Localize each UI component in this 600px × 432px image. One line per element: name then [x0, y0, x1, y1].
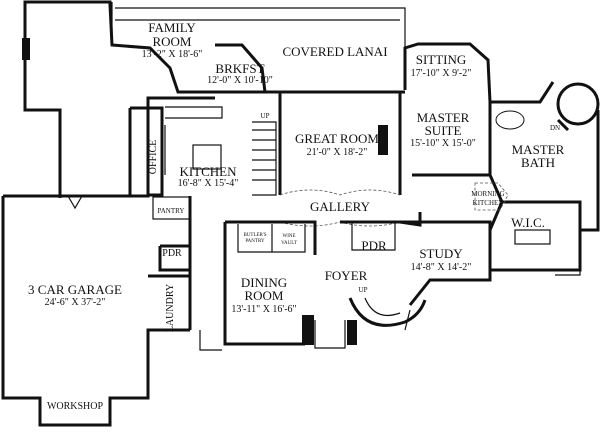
office-label: OFFICE	[148, 140, 159, 174]
family-room-dims: 13'-2" X 18'-6"	[142, 49, 203, 60]
dining-pier-1	[302, 315, 314, 345]
rear-stair	[252, 121, 277, 196]
foyer-entry	[314, 320, 346, 349]
garage-walls	[3, 96, 215, 198]
study-dims: 14'-8" X 14'-2"	[411, 262, 472, 273]
sitting-label: SITTING	[416, 52, 467, 67]
master-suite-label-2: SUITE	[425, 123, 462, 138]
dining-room-dims: 13'-11" X 16'-6"	[231, 304, 296, 315]
master-suite-walls	[403, 42, 582, 272]
master-bath-dn: DN	[550, 124, 560, 132]
pdr-left-label: PDR	[162, 248, 182, 259]
study-walls	[400, 220, 492, 306]
pdr-right-box	[351, 222, 396, 251]
laundry-label: LAUNDRY	[165, 284, 176, 332]
wine-vault-label-2: VAULT	[281, 241, 297, 246]
covered-lanai-label: COVERED LANAI	[282, 44, 387, 59]
garage-label: 3 CAR GARAGE	[28, 282, 122, 297]
brkfst-dims: 12'-0" X 10'-10"	[207, 75, 273, 86]
dining-pier-2	[347, 320, 357, 345]
garage-dims: 24'-6" X 37'-2"	[45, 297, 106, 308]
family-room-inner	[23, 2, 62, 198]
curved-stair-inner	[364, 297, 401, 317]
fireplace-great-room	[378, 125, 388, 155]
study-label: STUDY	[419, 246, 463, 261]
kitchen-dims: 16'-8" X 15'-4"	[178, 178, 239, 189]
kitchen-walls	[128, 106, 164, 197]
kitchen-island	[192, 144, 222, 170]
master-bath-label: MASTER	[512, 142, 565, 157]
brkfst-label: BRKFST	[215, 61, 264, 76]
master-bath-tower	[556, 82, 600, 126]
curved-stair	[348, 297, 427, 327]
lanai-walls	[215, 43, 405, 94]
wic-island	[514, 229, 551, 245]
wine-vault-label: WINE	[282, 234, 295, 239]
workshop-label: WORKSHOP	[47, 401, 104, 412]
morning-kitchen-label: MORNING	[471, 190, 504, 198]
kitchen-label: KITCHEN	[179, 164, 237, 179]
core-walls	[148, 196, 422, 346]
great-room-walls	[278, 92, 402, 195]
dining-room-label-2: ROOM	[244, 288, 283, 303]
garage-door	[67, 195, 83, 210]
kitchen-counter	[164, 106, 223, 175]
great-room-label: GREAT ROOM	[295, 131, 379, 146]
morning-kitchen-label-2: KITCHEN	[473, 199, 504, 207]
foyer-label: FOYER	[325, 268, 368, 283]
family-room-label: FAMILY	[148, 20, 196, 35]
butler-pantry-box	[237, 224, 306, 253]
garage-walls-lower	[1, 196, 190, 427]
morning-kitchen-outline	[474, 182, 509, 211]
bathtub	[495, 110, 525, 130]
rear-stair-up: UP	[261, 112, 270, 120]
family-room-label-2: ROOM	[152, 34, 191, 49]
master-bath-label-2: BATH	[521, 155, 555, 170]
sitting-dims: 17'-10" X 9'-2"	[411, 68, 472, 79]
dining-room-label: DINING	[241, 275, 287, 290]
exterior-terrace	[199, 270, 581, 351]
master-suite-dims: 15'-10" X 15'-0"	[410, 138, 476, 149]
pantry-label: PANTRY	[158, 207, 185, 215]
wic-label: W.I.C.	[511, 215, 545, 230]
gallery-label: GALLERY	[310, 199, 371, 214]
pdr-right-label: PDR	[361, 238, 387, 253]
great-room-dims: 21'-0" X 18'-2"	[307, 147, 368, 158]
master-suite-label: MASTER	[417, 110, 470, 125]
butlers-pantry-label: BUTLER'S	[243, 233, 266, 238]
foyer-stair-up: UP	[359, 286, 368, 294]
butlers-pantry-label-2: PANTRY	[245, 239, 265, 244]
master-bath-walls	[556, 110, 600, 232]
